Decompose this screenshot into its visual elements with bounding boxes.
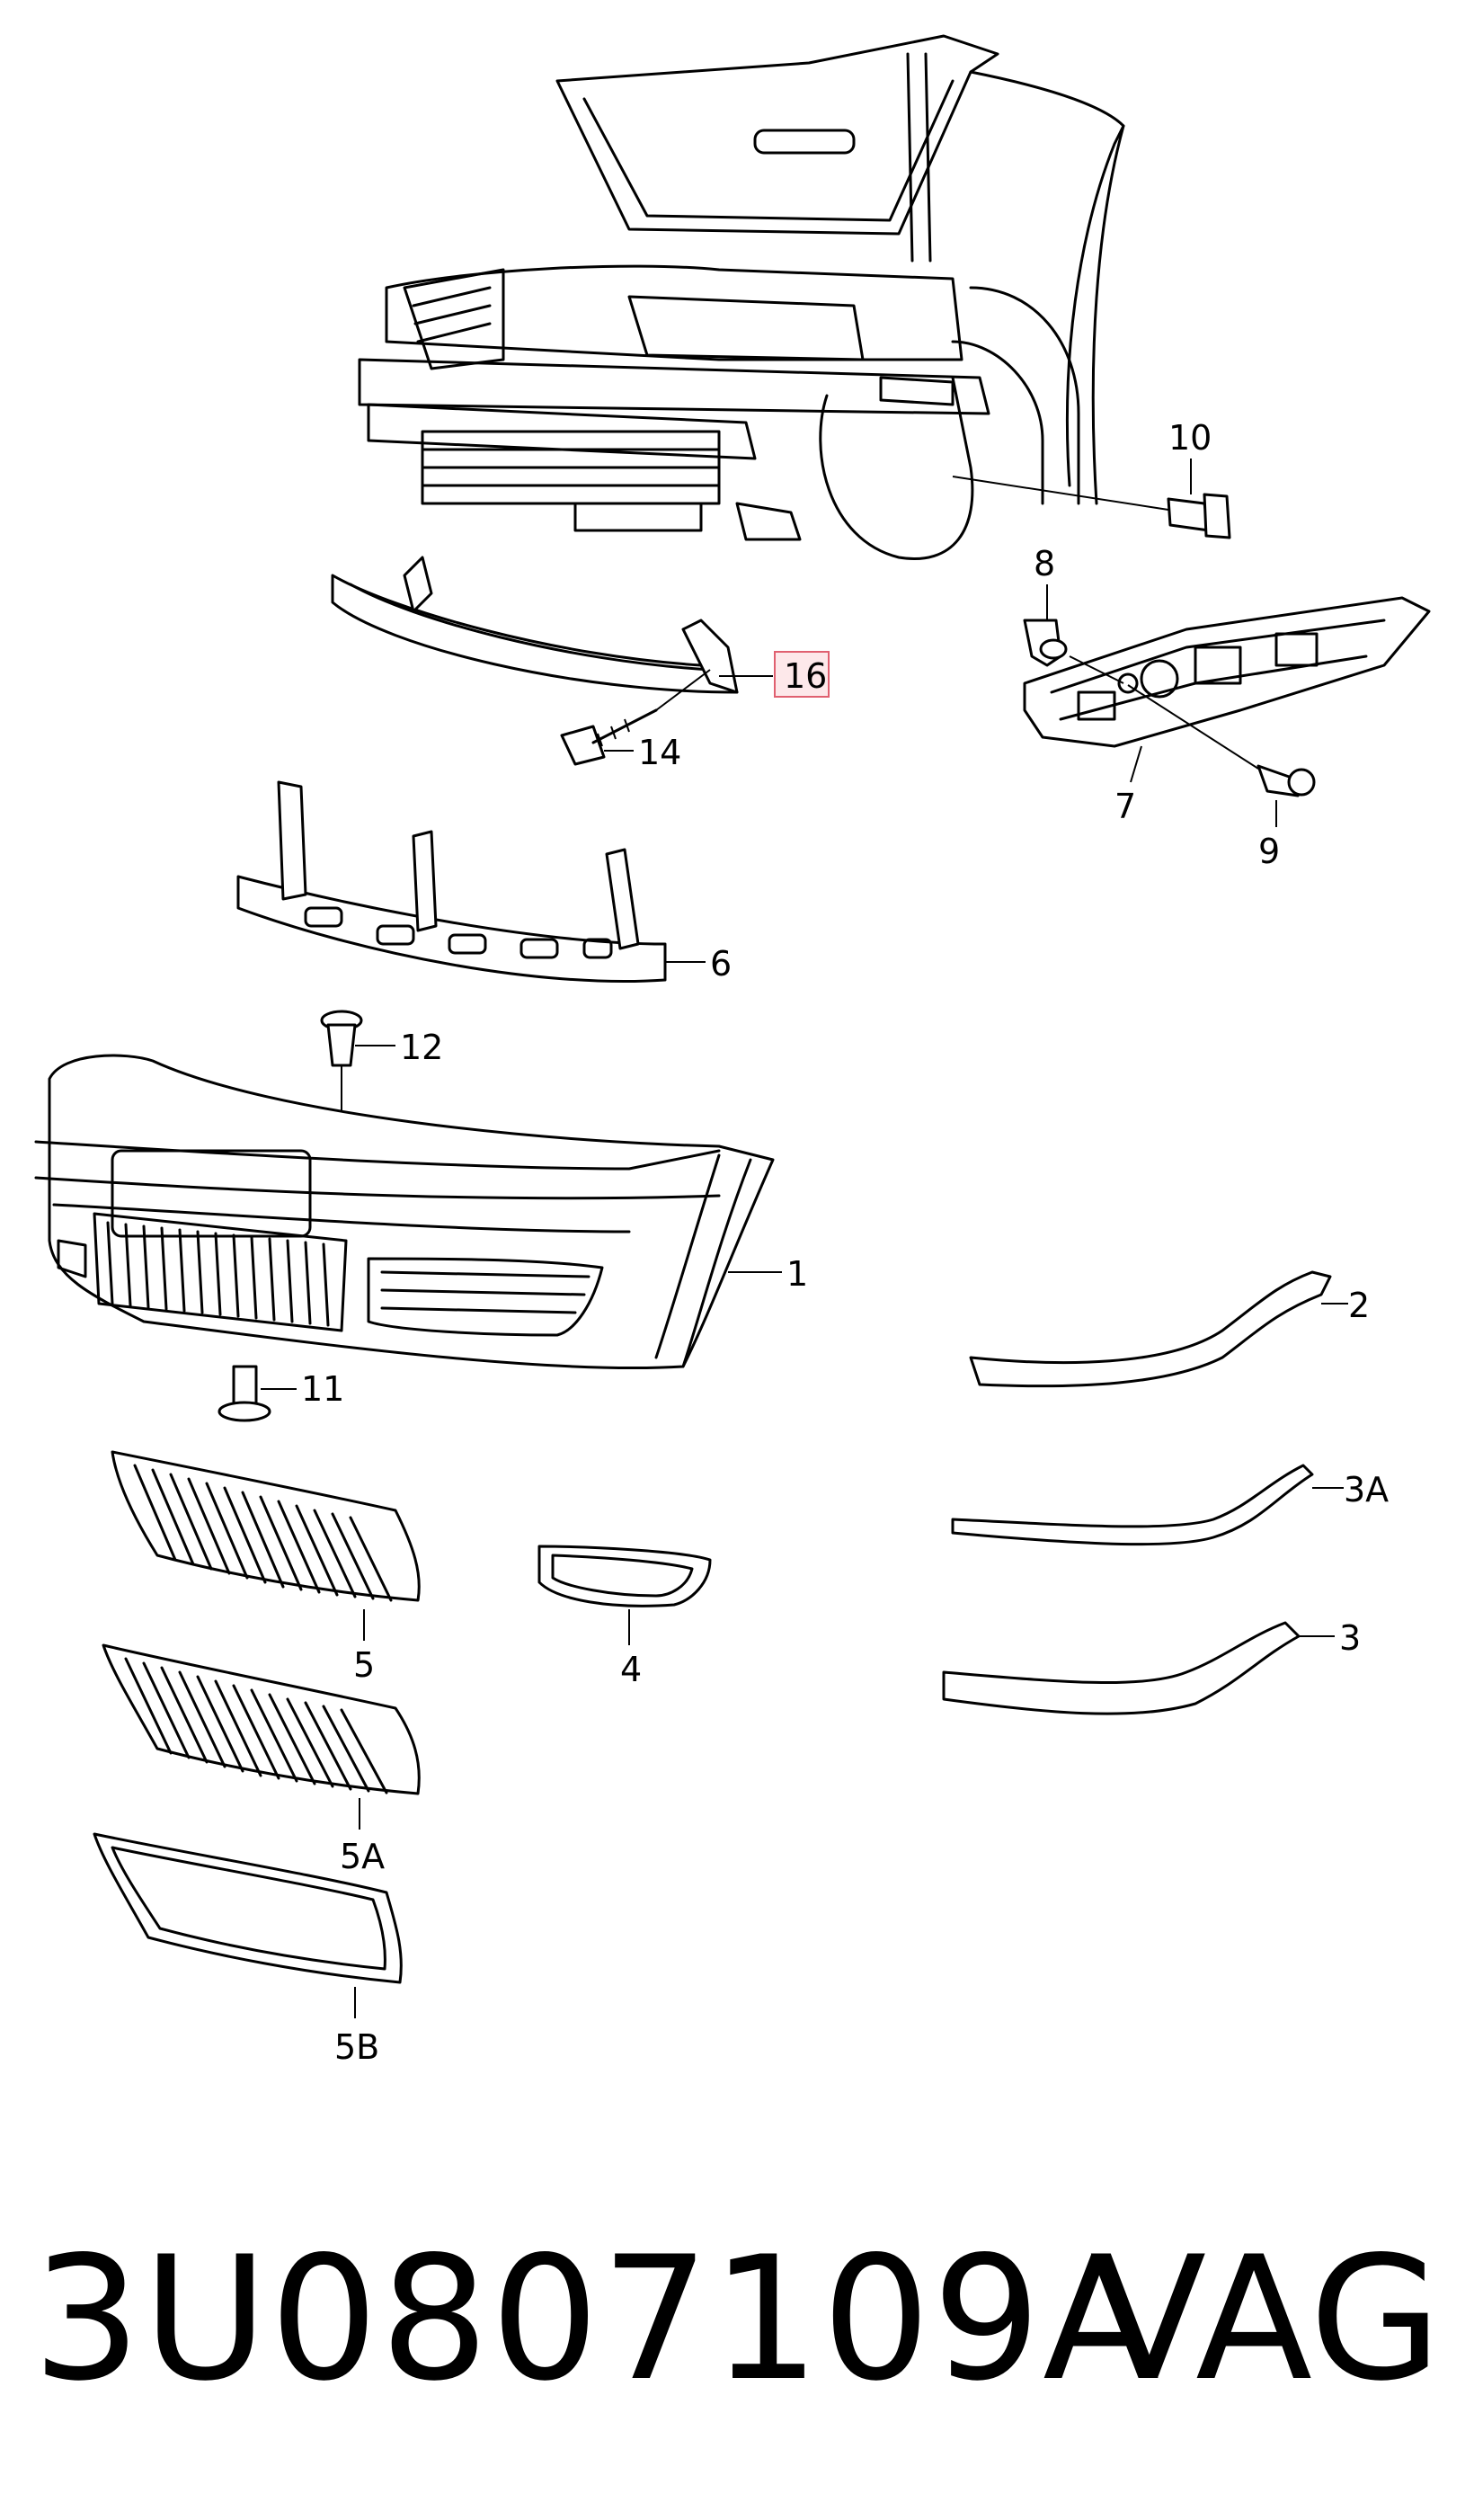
fog-grille-4 bbox=[537, 1545, 712, 1607]
footer: 3U0807109A VAG bbox=[0, 2185, 1474, 2454]
callout-14: 14 bbox=[638, 733, 681, 772]
callout-4: 4 bbox=[620, 1650, 642, 1689]
callout-5: 5 bbox=[353, 1645, 375, 1685]
callout-7: 7 bbox=[1114, 787, 1136, 826]
grille-5 bbox=[111, 1450, 421, 1602]
callout-5b: 5B bbox=[334, 2027, 379, 2067]
bumper-cover-1 bbox=[34, 1054, 775, 1370]
screw-12 bbox=[320, 1010, 363, 1142]
callout-10: 10 bbox=[1168, 418, 1212, 458]
callout-3a: 3A bbox=[1344, 1470, 1389, 1509]
side-bracket-7 bbox=[1023, 596, 1431, 748]
parts-diagram: 16 14 10 8 9 7 bbox=[34, 34, 1431, 2067]
callout-6: 6 bbox=[710, 944, 732, 984]
callout-9: 9 bbox=[1258, 832, 1280, 871]
clip-8 bbox=[1023, 619, 1068, 667]
bolt-14 bbox=[560, 669, 711, 766]
callout-5a: 5A bbox=[340, 1837, 385, 1876]
callout-11: 11 bbox=[301, 1369, 344, 1409]
callout-12: 12 bbox=[400, 1028, 443, 1067]
callout-2: 2 bbox=[1348, 1286, 1370, 1325]
trim-strip-3a bbox=[951, 1464, 1314, 1546]
impact-absorber-bar bbox=[331, 556, 739, 694]
part-number: 3U0807109A bbox=[32, 2220, 1162, 2418]
callout-8: 8 bbox=[1034, 544, 1055, 583]
callout-3: 3 bbox=[1339, 1618, 1361, 1658]
trim-strip-2 bbox=[969, 1270, 1332, 1388]
brand-label: VAG bbox=[1089, 2220, 1442, 2418]
callout-1: 1 bbox=[786, 1254, 808, 1294]
callout-16: 16 bbox=[784, 656, 827, 696]
bolt-10 bbox=[952, 476, 1231, 539]
highlight-box-16 bbox=[774, 651, 830, 698]
grille-5a bbox=[102, 1643, 421, 1795]
energy-absorber-6 bbox=[236, 780, 667, 984]
screw-11 bbox=[218, 1365, 271, 1422]
trim-strip-3 bbox=[942, 1621, 1301, 1715]
grille-5b bbox=[93, 1832, 403, 1984]
car-front-illustration bbox=[358, 34, 1125, 560]
screw-9 bbox=[1127, 684, 1316, 797]
